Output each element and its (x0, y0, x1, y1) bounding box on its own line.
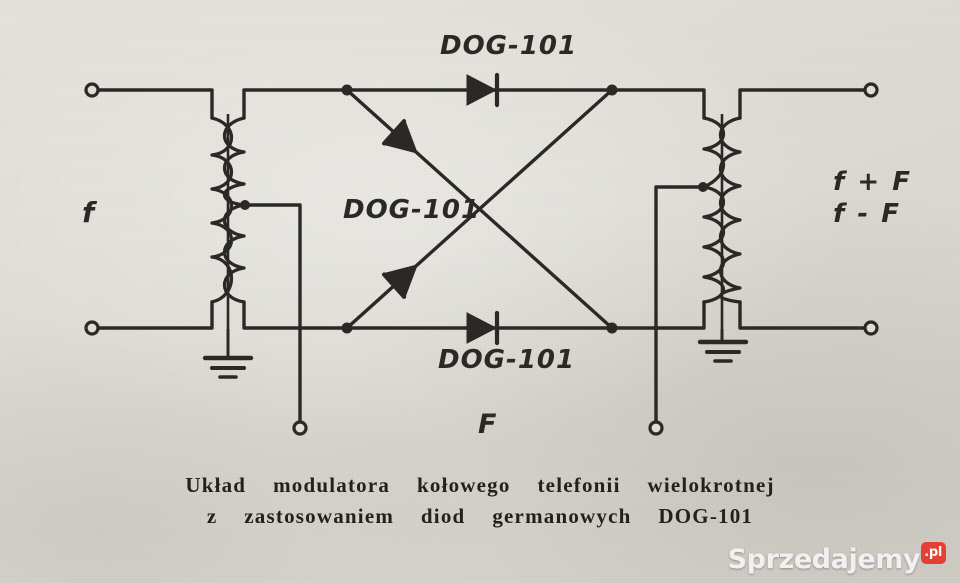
caption-line-2: z zastosowaniem diod germanowych DOG-101 (206, 504, 754, 528)
right-center-tap-dot (698, 182, 708, 192)
watermark-brand-text: Sprzedajemy (727, 544, 921, 575)
diode-lower-left (381, 264, 418, 299)
left-center-tap-wire (242, 203, 302, 424)
left-transformer-group (84, 82, 349, 436)
diode-upper-left (381, 119, 418, 154)
label-diode-middle: DOG-101 (343, 195, 480, 225)
terminal-carrier-left (292, 420, 308, 436)
watermark: Sprzedajemy .pl (727, 542, 946, 575)
right-primary-winding (702, 116, 725, 304)
right-secondary-bottom-lead (738, 300, 868, 330)
right-center-tap-wire (654, 185, 706, 424)
left-secondary-top-lead (242, 88, 349, 120)
label-diode-bottom: DOG-101 (438, 345, 575, 375)
right-primary-top-lead (610, 88, 706, 120)
left-top-input-lead (95, 88, 214, 120)
right-secondary-top-lead (738, 88, 868, 120)
terminal-input-bottom (84, 320, 100, 336)
right-primary-bottom-lead (610, 300, 706, 330)
label-input-frequency: f (82, 196, 98, 229)
left-ground-symbol (202, 355, 254, 379)
diode-top (466, 72, 500, 108)
label-carrier-frequency: F (478, 409, 497, 440)
terminal-input-top (84, 82, 100, 98)
bridge-diagonal-up (345, 88, 614, 330)
right-secondary-winding (718, 116, 742, 304)
bridge-node-bottom-left (341, 322, 353, 334)
label-diode-top: DOG-101 (440, 31, 577, 61)
left-center-tap-dot (240, 200, 250, 210)
right-transformer-group (610, 82, 879, 436)
terminal-output-bottom (863, 320, 879, 336)
right-ground-symbol (697, 339, 749, 363)
label-output-difference: f - F (833, 199, 901, 229)
label-output-sum: f + F (833, 167, 912, 197)
terminal-carrier-right (648, 420, 664, 436)
left-bottom-input-lead (95, 300, 214, 330)
caption-line-1: Układ modulatora kołowego telefonii wiel… (185, 473, 775, 497)
left-secondary-bottom-lead (242, 300, 349, 330)
terminal-output-top (863, 82, 879, 98)
watermark-tld-badge: .pl (921, 542, 946, 564)
bridge-node-top-left (341, 84, 353, 96)
diode-bottom (466, 310, 500, 346)
